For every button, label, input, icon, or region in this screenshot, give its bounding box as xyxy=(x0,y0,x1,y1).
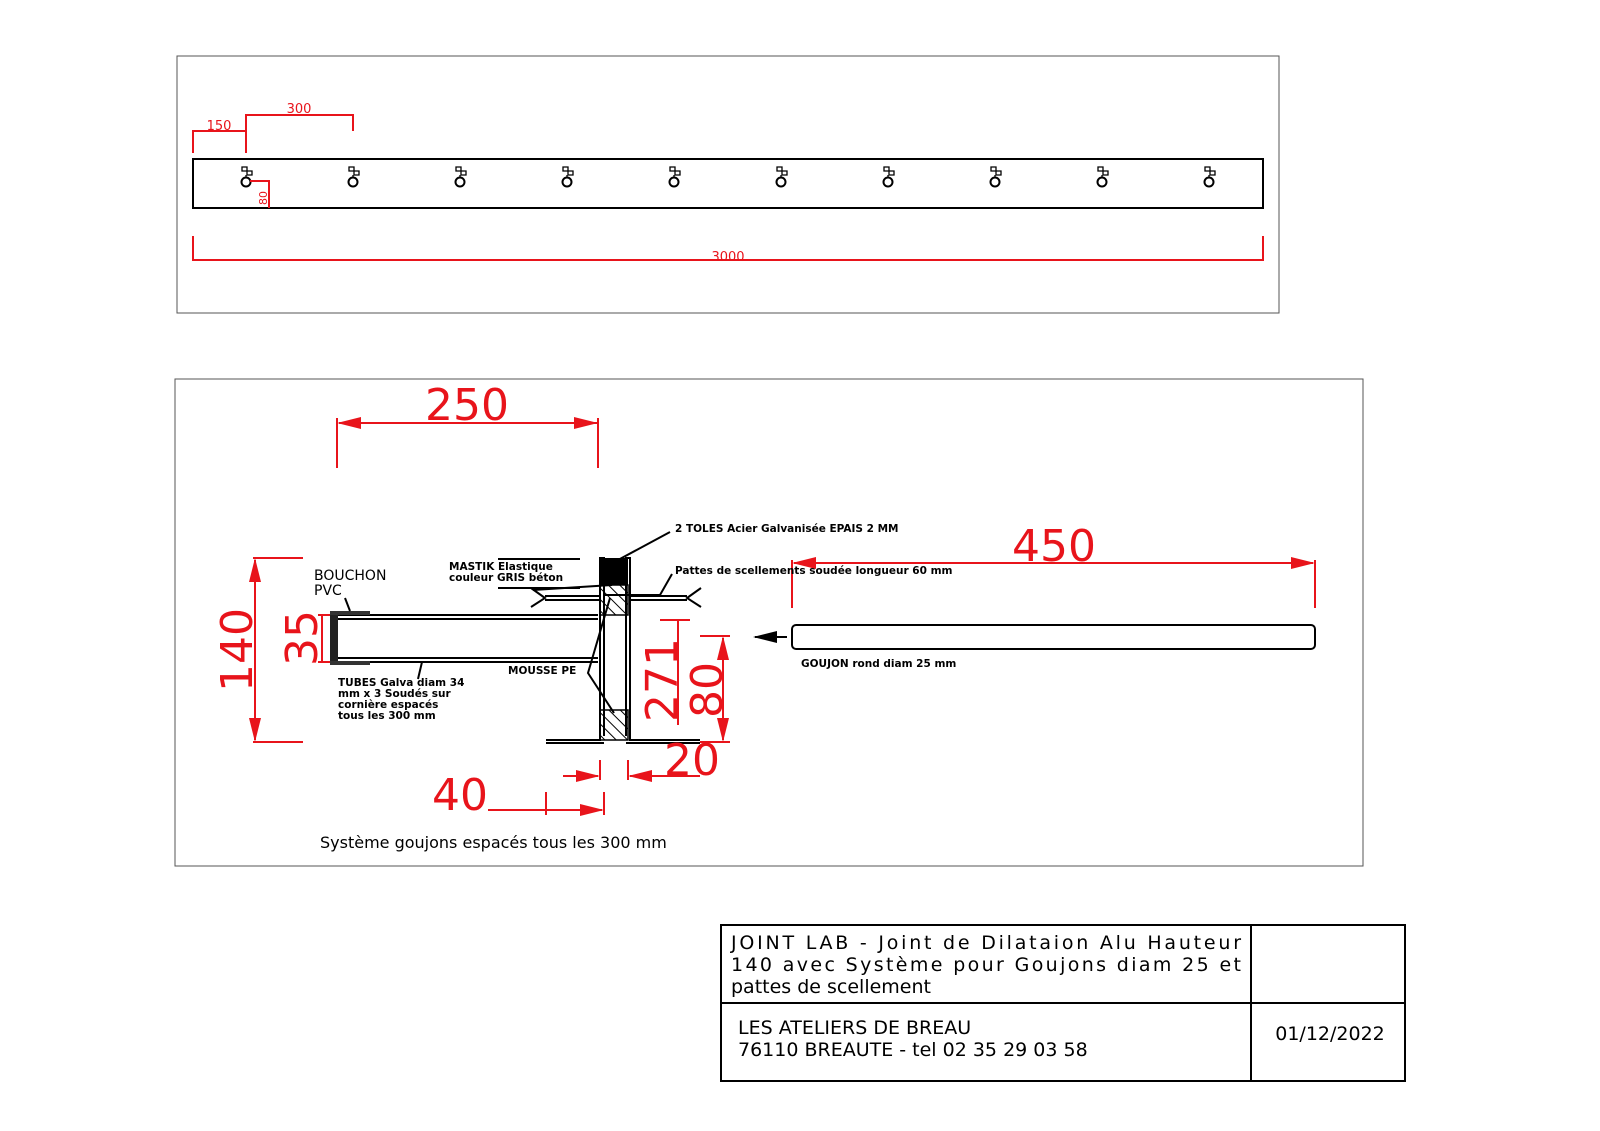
section-view: 250 xyxy=(174,378,1364,867)
dim-250: 250 xyxy=(336,380,599,468)
label-tubes-1: TUBES Galva diam 34 xyxy=(338,677,464,689)
dowel-hole xyxy=(775,166,788,188)
label-bouchon-2: PVC xyxy=(314,583,342,599)
dowel-hole xyxy=(1096,166,1109,188)
section-caption: Système goujons espacés tous les 300 mm xyxy=(320,833,667,852)
title-line-3: pattes de scellement xyxy=(731,976,931,998)
dim-3000-label: 3000 xyxy=(711,250,744,265)
dim-35-label: 35 xyxy=(277,610,328,666)
dim-150-label: 150 xyxy=(207,119,232,134)
label-pattes: Pattes de scellements soudée longueur 60… xyxy=(675,565,953,577)
dim-80-plan-label: 80 xyxy=(257,191,270,205)
dim-40: 40 xyxy=(432,770,605,821)
plan-view-frame xyxy=(176,55,1280,314)
dim-300: 300 xyxy=(245,102,354,153)
label-goujon: GOUJON rond diam 25 mm xyxy=(801,658,956,670)
dim-3000: 3000 xyxy=(192,236,1264,265)
dim-271: 271 xyxy=(637,619,690,725)
label-toles: 2 TOLES Acier Galvanisée EPAIS 2 MM xyxy=(675,523,899,535)
dowel-hole xyxy=(240,166,253,188)
dowel xyxy=(791,624,1316,650)
company-name: LES ATELIERS DE BREAU xyxy=(738,1017,971,1039)
label-mastik-1: MASTIK Elastique xyxy=(449,561,553,573)
dim-35: 35 xyxy=(277,610,330,666)
title-block: JOINT LAB - Joint de Dilataion Alu Haute… xyxy=(720,924,1406,1082)
dim-20-label: 20 xyxy=(664,735,720,786)
dowel-hole xyxy=(561,166,574,188)
label-mastik-2: couleur GRIS béton xyxy=(449,572,563,584)
dim-140: 140 xyxy=(212,557,303,743)
label-tubes-4: tous les 300 mm xyxy=(338,710,436,722)
dim-80: 80 xyxy=(682,635,733,743)
dim-450-label: 450 xyxy=(1012,521,1096,572)
dim-450: 450 xyxy=(791,521,1316,608)
dowel-hole xyxy=(347,166,360,188)
joint-strip xyxy=(192,158,1264,209)
dim-40-label: 40 xyxy=(432,770,488,821)
section-view-frame xyxy=(174,378,1364,867)
galvanized-plates xyxy=(546,557,700,744)
dim-250-label: 250 xyxy=(425,380,509,431)
leaders xyxy=(344,531,673,714)
dim-80-plan: 80 xyxy=(250,180,270,208)
label-mousse: MOUSSE PE xyxy=(508,665,576,677)
dowel-hole xyxy=(1203,166,1216,188)
title-line-2: 140 avec Système pour Goujons diam 25 et xyxy=(731,954,1241,976)
dowel-hole xyxy=(989,166,1002,188)
tube xyxy=(330,611,598,665)
dowel-hole xyxy=(454,166,467,188)
dim-271-label: 271 xyxy=(637,638,688,722)
dowel-hole xyxy=(668,166,681,188)
plan-view: 150 300 80 3000 xyxy=(176,55,1280,314)
pvc-cap xyxy=(330,613,338,664)
drawing-date: 01/12/2022 xyxy=(1275,1023,1385,1045)
title-line-1: JOINT LAB - Joint de Dilataion Alu Haute… xyxy=(730,932,1241,954)
dim-150: 150 xyxy=(192,119,246,153)
dowel-hole xyxy=(882,166,895,188)
dim-20: 20 xyxy=(563,735,720,786)
dim-140-label: 140 xyxy=(212,608,263,692)
label-tubes-3: cornière espacés xyxy=(338,699,438,711)
annotations: 2 TOLES Acier Galvanisée EPAIS 2 MM MAST… xyxy=(338,523,956,722)
dim-80-label: 80 xyxy=(682,662,733,718)
label-bouchon-1: BOUCHON xyxy=(314,568,386,584)
company-address: 76110 BREAUTE - tel 02 35 29 03 58 xyxy=(738,1039,1088,1061)
hole-row xyxy=(240,166,1216,188)
dim-300-label: 300 xyxy=(287,102,312,117)
label-tubes-2: mm x 3 Soudés sur xyxy=(338,688,451,700)
